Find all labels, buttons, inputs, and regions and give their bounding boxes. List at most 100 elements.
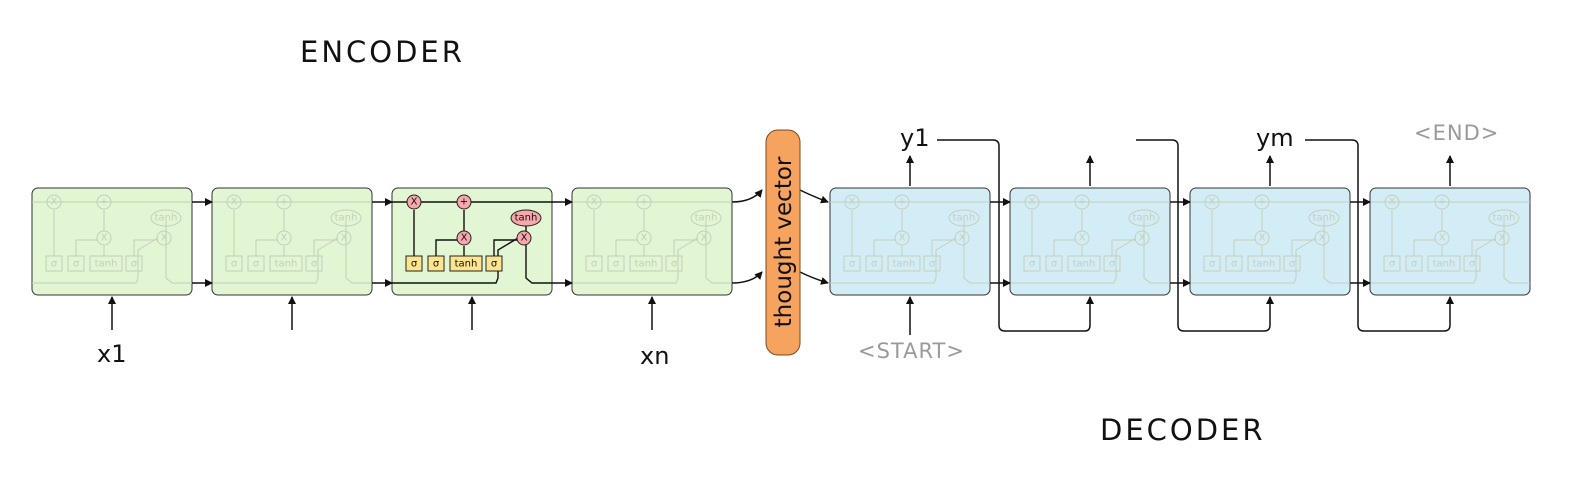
gate-label: σ xyxy=(1389,259,1396,270)
gate-box xyxy=(1067,255,1101,272)
gate-box xyxy=(45,255,63,272)
gate-label: σ xyxy=(311,259,318,270)
gate-label: tanh xyxy=(1433,259,1456,270)
tanh-op xyxy=(150,209,182,227)
input-multiply-op-label: X xyxy=(899,233,906,244)
gate-label: tanh xyxy=(455,259,478,270)
arrowhead-icon xyxy=(799,189,829,204)
input-multiply-op xyxy=(1434,230,1450,246)
gate-box xyxy=(923,255,941,272)
output-multiply-op-label: X xyxy=(521,233,528,244)
hidden-line xyxy=(1190,237,1317,284)
input-xn: xn xyxy=(640,342,669,370)
gate-box xyxy=(607,255,625,272)
gate-label: tanh xyxy=(95,259,118,270)
tanh-op-label: tanh xyxy=(695,213,718,224)
gate-box xyxy=(1283,255,1301,272)
input-line xyxy=(1413,239,1436,256)
gate-box xyxy=(269,255,303,272)
gate-box xyxy=(89,255,123,272)
output-multiply-op-label: X xyxy=(959,233,966,244)
output-multiply-op xyxy=(516,230,532,246)
tanh-op-label: tanh xyxy=(1493,213,1516,224)
add-op-label: + xyxy=(640,197,648,208)
gate-box xyxy=(1045,255,1063,272)
gate-label: σ xyxy=(1411,259,1418,270)
add-op-label: + xyxy=(1438,197,1446,208)
output-y1: y1 xyxy=(900,124,929,152)
thought-vector: thought vector xyxy=(765,129,801,356)
hidden-line xyxy=(1370,237,1497,284)
input-multiply-op xyxy=(636,230,652,246)
output-gate-line xyxy=(313,239,338,256)
gate-label: σ xyxy=(491,259,498,270)
gate-box xyxy=(125,255,143,272)
input-line xyxy=(255,239,278,256)
tanh-op-label: tanh xyxy=(515,213,538,224)
gate-box xyxy=(405,255,423,272)
gate-box xyxy=(305,255,323,272)
output-gate-line xyxy=(931,239,956,256)
hidden-line xyxy=(572,237,699,284)
gate-label: tanh xyxy=(1073,259,1096,270)
output-multiply-op-label: X xyxy=(1499,233,1506,244)
output-gate-line xyxy=(673,239,698,256)
output-gate-line xyxy=(133,239,158,256)
connections xyxy=(108,139,1454,335)
tanh-op xyxy=(1488,209,1520,227)
gate-box xyxy=(427,255,445,272)
output-multiply-op xyxy=(1494,230,1510,246)
input-multiply-op xyxy=(1254,230,1270,246)
add-op-label: + xyxy=(1078,197,1086,208)
gate-box xyxy=(1463,255,1481,272)
output-multiply-op xyxy=(336,230,352,246)
input-multiply-op xyxy=(96,230,112,246)
gate-box xyxy=(1023,255,1041,272)
encoder-title: ENCODER xyxy=(300,35,465,69)
output-multiply-op-label: X xyxy=(701,233,708,244)
gate-label: σ xyxy=(51,259,58,270)
gate-label: σ xyxy=(231,259,238,270)
gate-box xyxy=(665,255,683,272)
input-multiply-op-label: X xyxy=(101,233,108,244)
gate-box xyxy=(449,255,483,272)
output-gate-line xyxy=(493,239,518,256)
gate-label: σ xyxy=(591,259,598,270)
output-multiply-op-label: X xyxy=(1319,233,1326,244)
tanh-op-label: tanh xyxy=(1133,213,1156,224)
add-op xyxy=(1074,194,1090,210)
add-op xyxy=(276,194,292,210)
arrowhead-icon xyxy=(799,271,829,285)
add-op-label: + xyxy=(1258,197,1266,208)
add-op xyxy=(894,194,910,210)
gate-box xyxy=(1383,255,1401,272)
input-multiply-op-label: X xyxy=(1259,233,1266,244)
add-op-label: + xyxy=(460,197,468,208)
forget-multiply-op xyxy=(1384,194,1400,210)
tanh-op-label: tanh xyxy=(953,213,976,224)
tanh-op-label: tanh xyxy=(335,213,358,224)
output-gate-line xyxy=(1111,239,1136,256)
forget-multiply-op-label: X xyxy=(1029,197,1036,208)
gate-label: σ xyxy=(1109,259,1116,270)
gate-box xyxy=(1103,255,1121,272)
add-op xyxy=(636,194,652,210)
input-multiply-op-label: X xyxy=(1439,233,1446,244)
input-multiply-op-label: X xyxy=(1079,233,1086,244)
add-op xyxy=(1434,194,1450,210)
output-multiply-op xyxy=(696,230,712,246)
tanh-op xyxy=(948,209,980,227)
input-line xyxy=(873,239,896,256)
forget-multiply-op xyxy=(844,194,860,210)
gate-box xyxy=(247,255,265,272)
gate-label: σ xyxy=(871,259,878,270)
hidden-line xyxy=(830,237,957,284)
gate-label: σ xyxy=(929,259,936,270)
gate-box xyxy=(843,255,861,272)
